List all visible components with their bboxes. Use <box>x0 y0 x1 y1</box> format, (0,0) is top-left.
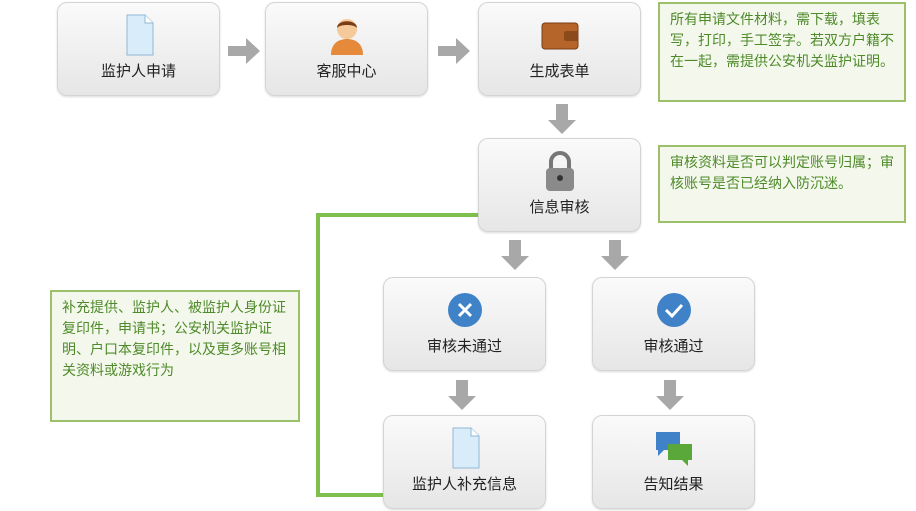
node-pass: 审核通过 <box>592 277 755 371</box>
arrow-down <box>501 240 529 270</box>
node-apply: 监护人申请 <box>57 2 220 96</box>
check-circle-icon <box>656 293 691 327</box>
person-icon <box>330 19 363 55</box>
chat-bubbles-icon <box>655 432 692 466</box>
node-label: 告知结果 <box>643 475 704 493</box>
lock-icon <box>545 151 574 191</box>
node-label: 客服中心 <box>316 62 377 80</box>
node-label: 生成表单 <box>529 62 590 80</box>
node-notify: 告知结果 <box>592 415 755 509</box>
note-supplement: 补充提供、监护人、被监护人身份证复印件，申请书；公安机关监护证明、户口本复印件，… <box>50 290 300 422</box>
node-form: 生成表单 <box>478 2 641 96</box>
arrow-down <box>601 240 629 270</box>
document-icon <box>126 14 153 56</box>
node-label: 审核通过 <box>643 337 704 355</box>
feedback-line <box>316 213 320 497</box>
arrow-down <box>548 104 576 134</box>
document-icon <box>452 427 479 469</box>
note-review: 审核资料是否可以判定账号归属；审核账号是否已经纳入防沉迷。 <box>658 145 906 223</box>
node-label: 监护人补充信息 <box>411 475 517 493</box>
arrow-down <box>656 380 684 410</box>
feedback-line <box>316 493 384 497</box>
node-label: 审核未通过 <box>426 337 502 355</box>
node-review: 信息审核 <box>478 138 641 232</box>
node-supplement: 监护人补充信息 <box>383 415 546 509</box>
node-service: 客服中心 <box>265 2 428 96</box>
feedback-line <box>316 213 480 217</box>
node-fail: 审核未通过 <box>383 277 546 371</box>
note-form: 所有申请文件材料，需下载，填表写，打印，手工签字。若双方户籍不在一起，需提供公安… <box>658 2 906 102</box>
wallet-icon <box>541 22 578 50</box>
arrow-down <box>448 380 476 410</box>
node-label: 信息审核 <box>529 198 590 216</box>
arrow-right <box>228 38 260 64</box>
arrow-right <box>438 38 470 64</box>
x-circle-icon <box>447 293 482 327</box>
node-label: 监护人申请 <box>100 62 176 80</box>
